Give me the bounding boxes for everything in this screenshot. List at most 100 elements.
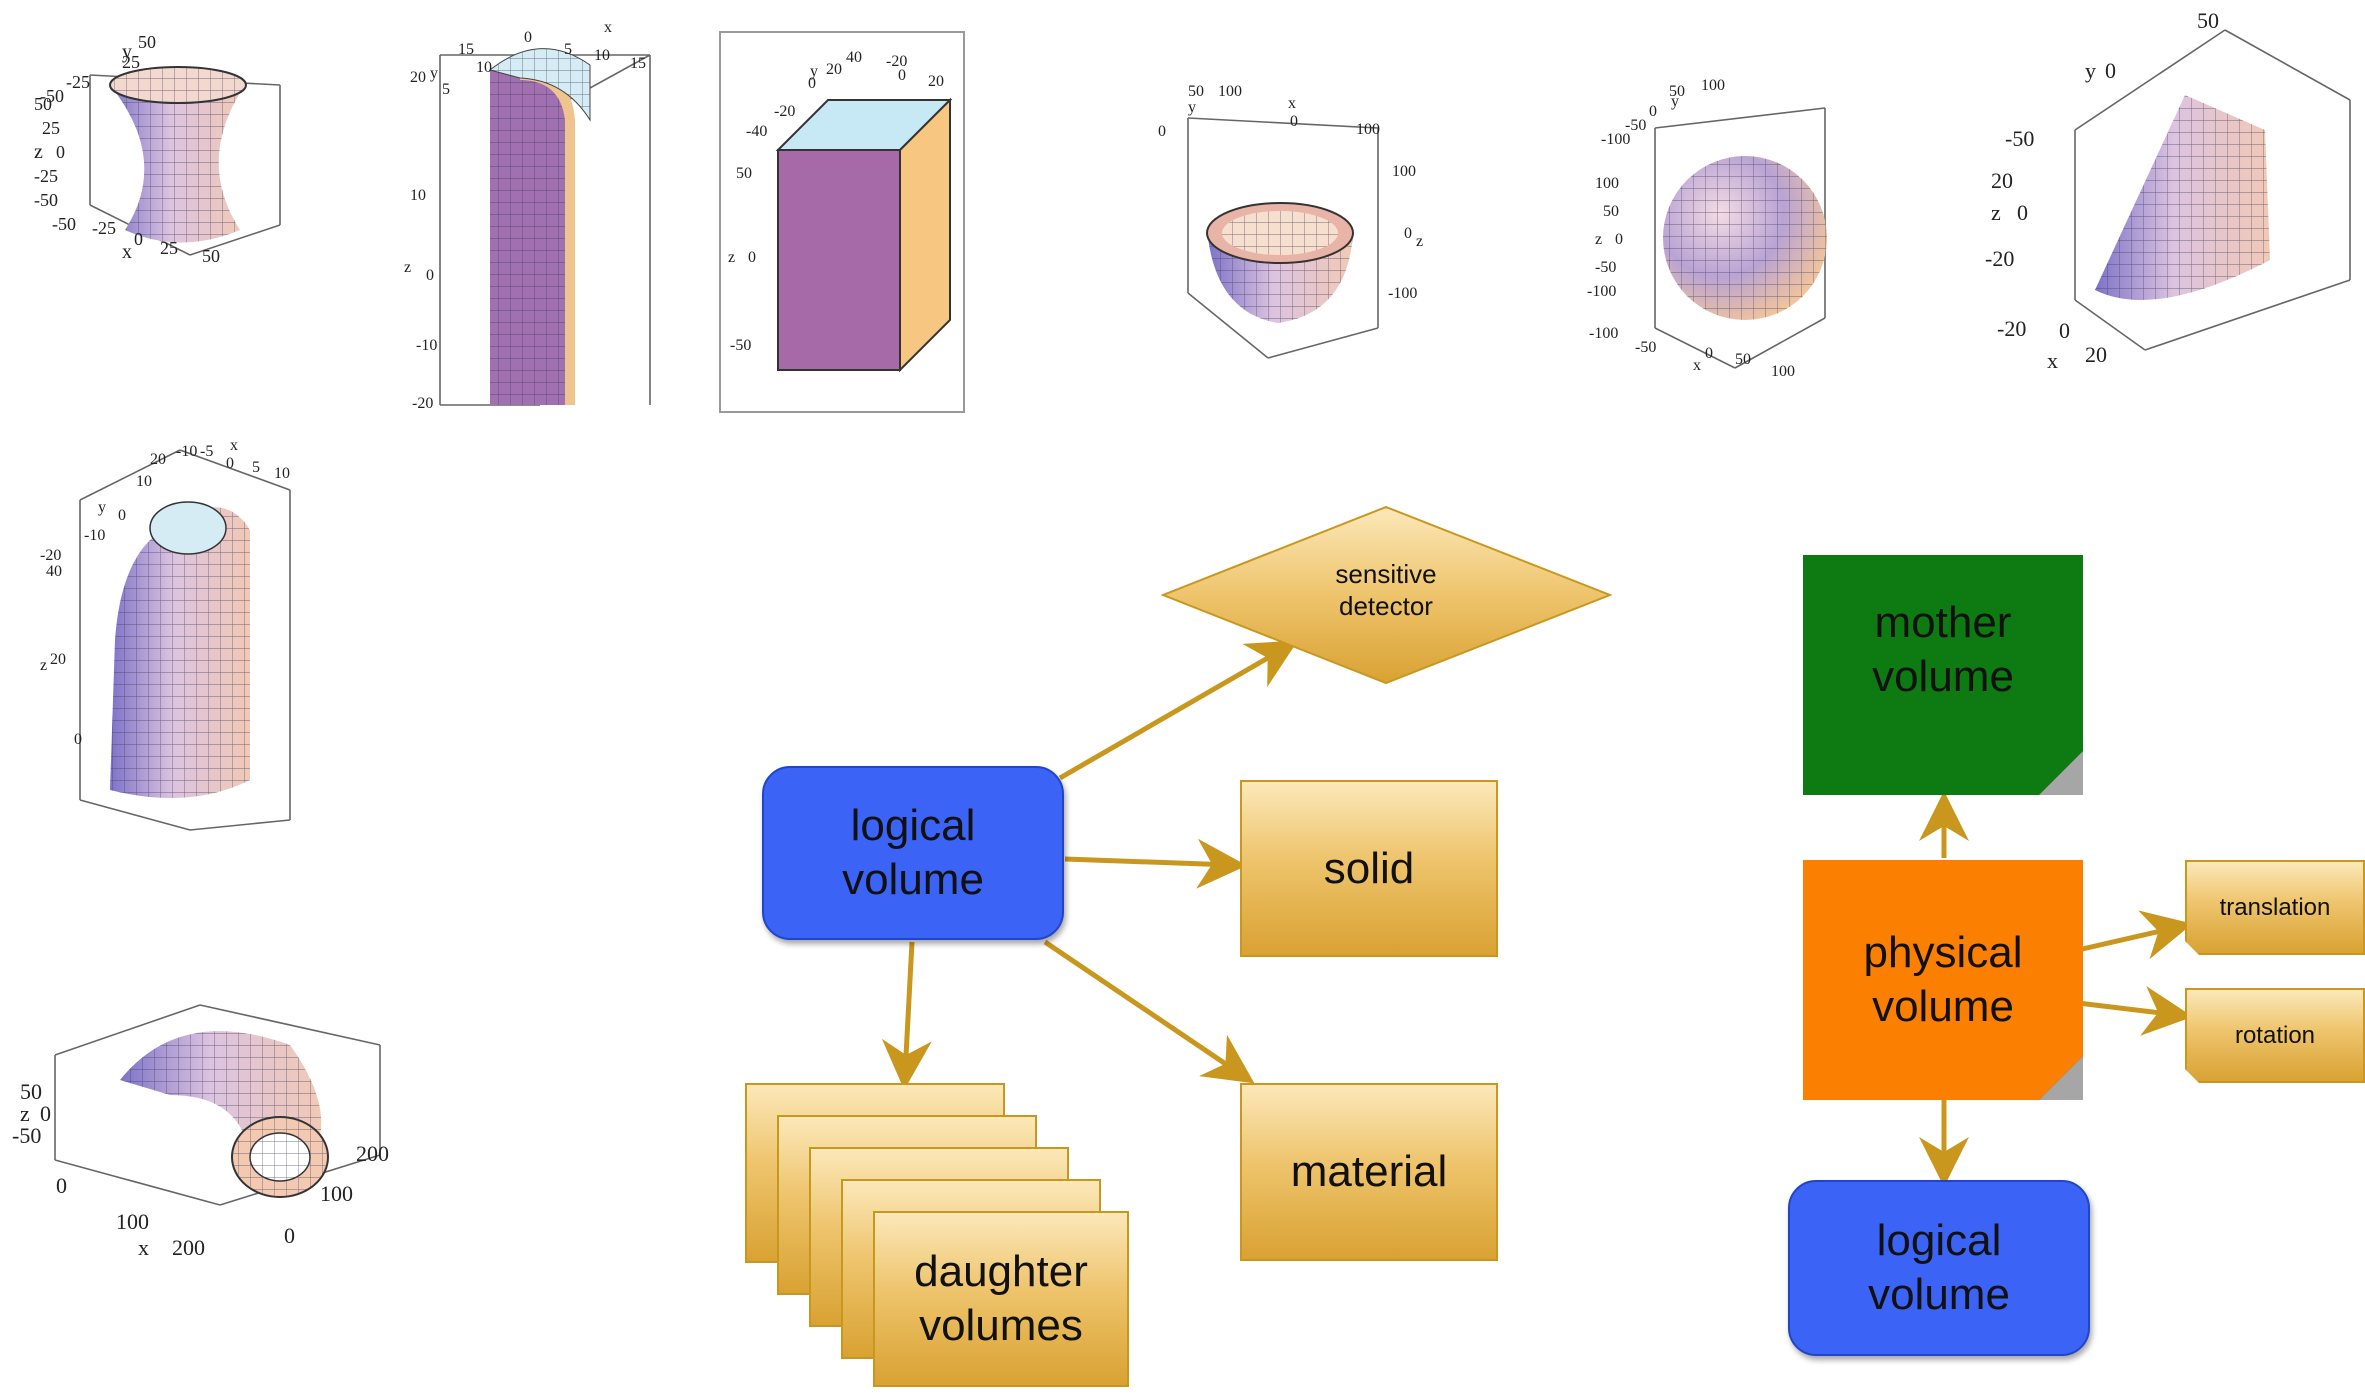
sphere-shell-y-tick-1: 0 (1158, 123, 1166, 140)
sphere-x-tick-4: 50 (1735, 351, 1751, 368)
hyperboloid-z-tick-4: -25 (34, 166, 58, 186)
cone-y-tick-1: 50 (2197, 8, 2219, 33)
elliptical-y-tick-5: -20 (40, 547, 61, 564)
daughter-volumes-node: daughter volumes (873, 1211, 1129, 1387)
torus-x-tick-3: 200 (172, 1235, 205, 1260)
sphere-shell-x-tick-1: 100 (1356, 121, 1380, 138)
tube-x-tick-2: 5 (564, 41, 572, 58)
arrow-to-sensitive-detector (1058, 640, 1298, 781)
cone-z-label: z (1991, 200, 2001, 225)
tube-y-tick-2: 10 (476, 59, 492, 76)
sphere-x-tick-3: 0 (1705, 345, 1713, 362)
cone-z-tick-3: -20 (1985, 246, 2014, 271)
hyperboloid-y-tick-3: -25 (66, 72, 90, 92)
solid-node: solid (1240, 780, 1498, 957)
torus-x-tick-2: 100 (116, 1209, 149, 1234)
elliptical-y-tick-1: 20 (150, 451, 166, 468)
tube-z-tick-5: -20 (412, 395, 433, 412)
tube-z-label: z (404, 259, 411, 276)
sphere-shell-z-tick-1: 100 (1392, 163, 1416, 180)
box-z-tick-2: 0 (748, 249, 756, 266)
material-node: material (1240, 1083, 1498, 1261)
cone-y-tick-3: -50 (2005, 126, 2034, 151)
arrow-to-solid (1064, 838, 1247, 889)
tube-y-label: y (430, 65, 438, 82)
box-z-tick-1: 50 (736, 165, 752, 182)
box-x-tick-3: 20 (928, 73, 944, 90)
hyperboloid-x-label: x (122, 241, 132, 263)
hyperboloid-x-tick-5: 50 (202, 246, 220, 266)
elliptical-x-tick-5: 10 (274, 465, 290, 482)
sphere-shell-plot: y 0 50 100 x 100 0 100 0 z -100 (1158, 83, 1423, 359)
hyperboloid-plot: y 50 25 -25 -50 50 25 z 0 -25 -50 -50 -2… (34, 32, 281, 266)
hyperboloid-x-tick-1: -50 (52, 214, 76, 234)
rotation-node: rotation (2185, 988, 2365, 1083)
sphere-y-tick-2: 50 (1669, 83, 1685, 100)
mother-volume-node: mother volume (1803, 555, 2083, 795)
sphere-y-tick-4: -50 (1625, 117, 1646, 134)
physical-volume-node: physical volume (1803, 860, 2083, 1100)
tube-segment-plot: x 0 5 10 15 y 15 10 5 20 10 z 0 -10 -20 (404, 19, 651, 412)
torus-x-tick-1: 0 (56, 1173, 67, 1198)
sensitive-detector-diamond (1161, 505, 1612, 685)
hyperboloid-z-tick-1: 50 (34, 94, 52, 114)
sphere-z-tick-5: -100 (1587, 283, 1616, 300)
sphere-z-tick-4: -50 (1595, 259, 1616, 276)
torus-z-tick-1: 50 (20, 1079, 42, 1104)
sphere-y-label: y (1671, 93, 1679, 110)
sphere-y-tick-3: 0 (1649, 103, 1657, 120)
cone-y-label: y (2085, 58, 2096, 83)
hyperboloid-y-label: y (122, 41, 132, 63)
box-x-tick-2: 0 (898, 67, 906, 84)
sphere-shell-z-label: z (1416, 233, 1423, 250)
hyperboloid-y-tick-1: 50 (138, 32, 156, 52)
tube-z-tick-3: 0 (426, 267, 434, 284)
cone-x-tick-2: 0 (2059, 318, 2070, 343)
sphere-z-tick-2: 50 (1603, 203, 1619, 220)
sphere-shell-z-tick-3: -100 (1388, 285, 1417, 302)
elliptical-z-tick-1: 40 (46, 563, 62, 580)
tube-z-tick-4: -10 (416, 337, 437, 354)
sphere-z-label: z (1595, 231, 1602, 248)
elliptical-tube-plot: x -10 -5 0 5 10 20 10 y 0 -10 -20 40 z 2… (40, 437, 291, 831)
elliptical-x-tick-1: -10 (176, 443, 197, 460)
torus-z-tick-3: -50 (12, 1123, 41, 1148)
sphere-y-tick-5: -100 (1601, 131, 1630, 148)
arrow-to-rotation (2077, 986, 2193, 1036)
physical-volume-fold (2039, 1056, 2083, 1100)
sphere-shell-x-label: x (1288, 95, 1296, 112)
box-y-tick-5: -40 (746, 123, 767, 140)
elliptical-y-label: y (98, 499, 106, 516)
cone-x-label: x (2047, 348, 2058, 373)
box-y-tick-3: 0 (808, 75, 816, 92)
hyperboloid-x-tick-4: 25 (160, 238, 178, 258)
cone-z-tick-2: 0 (2017, 200, 2028, 225)
box-plot: y 40 20 0 -20 -40 -20 0 20 50 z 0 -50 (719, 31, 965, 413)
tube-y-tick-1: 15 (458, 41, 474, 58)
sphere-x-tick-5: 100 (1771, 363, 1795, 380)
arrow-to-daughter-volumes (881, 941, 932, 1090)
sphere-shell-y-tick-2: 50 (1188, 83, 1204, 100)
hyperboloid-y-tick-2: 25 (122, 52, 140, 72)
mother-volume-label: mother volume (1872, 598, 2014, 701)
tube-y-tick-3: 5 (442, 81, 450, 98)
elliptical-z-label: z (40, 657, 47, 674)
box-y-label: y (810, 63, 818, 80)
box-z-label: z (728, 249, 735, 266)
elliptical-x-tick-4: 5 (252, 459, 260, 476)
cone-x-tick-1: -20 (1997, 316, 2026, 341)
mother-volume-curl (2039, 751, 2083, 795)
sphere-plot: y 100 50 0 -50 -100 100 50 z 0 -50 -100 … (1587, 77, 1827, 380)
physical-volume-curl (2039, 1056, 2083, 1100)
sphere-shell-x-tick-2: 0 (1290, 113, 1298, 130)
tube-x-tick-4: 15 (630, 55, 646, 72)
box-x-tick-1: -20 (886, 53, 907, 70)
hyperboloid-z-tick-3: 0 (56, 142, 65, 162)
cone-plot: 50 y 0 -50 20 z 0 -20 -20 0 x 20 (1985, 8, 2351, 373)
cone-x-tick-3: 20 (2085, 342, 2107, 367)
torus-y-tick-3: 0 (284, 1223, 295, 1248)
hyperboloid-z-label: z (34, 141, 43, 163)
elliptical-x-tick-3: 0 (226, 455, 234, 472)
sphere-shell-y-tick-3: 100 (1218, 83, 1242, 100)
